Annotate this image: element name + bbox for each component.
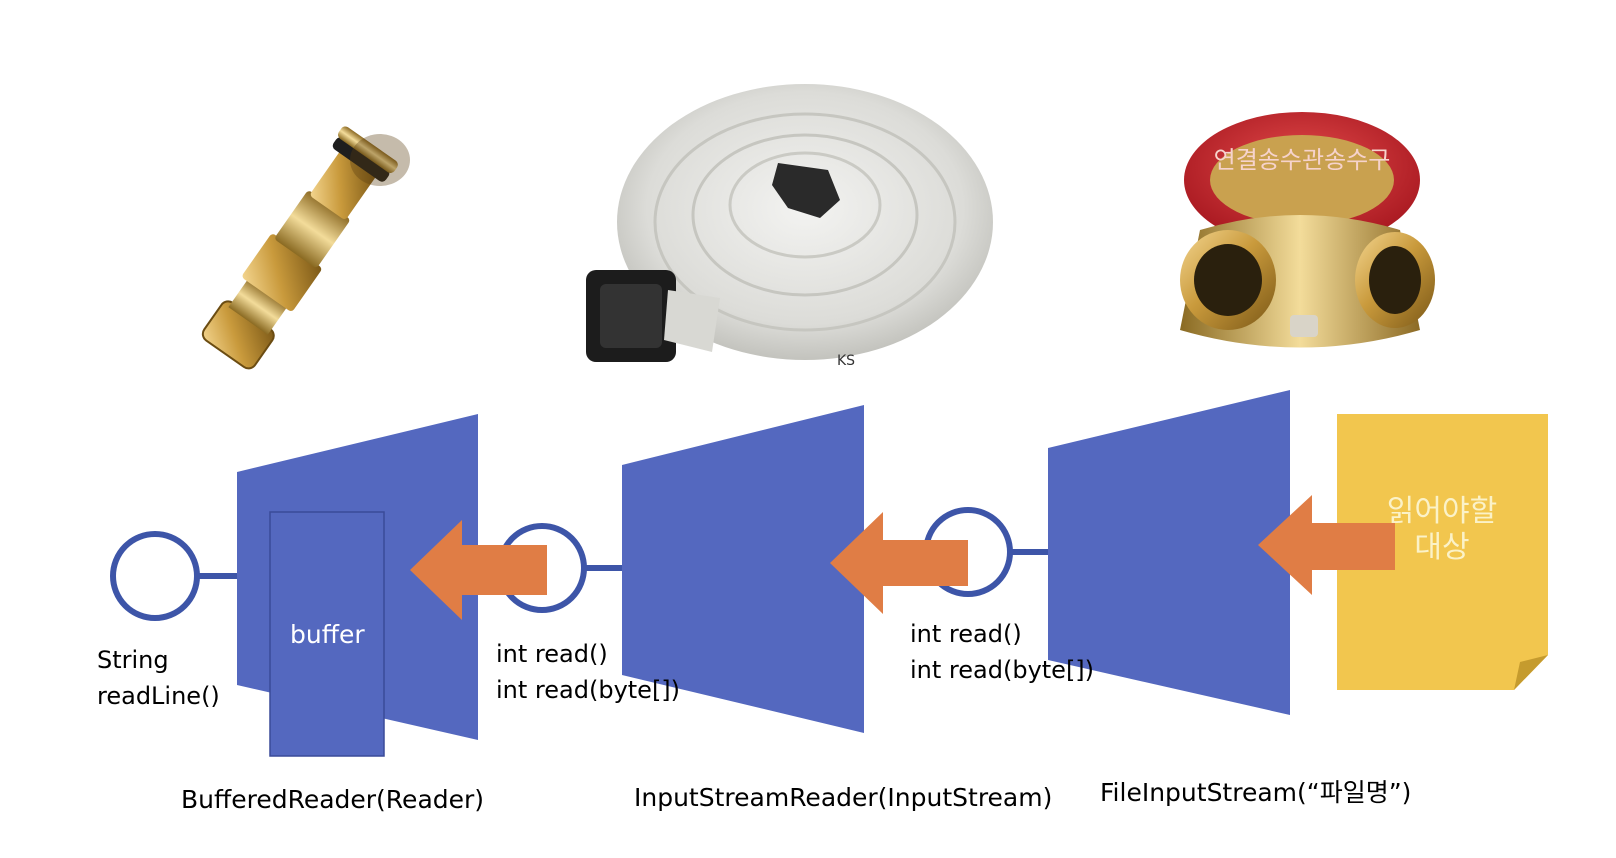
buffered-caption: BufferedReader(Reader) bbox=[181, 785, 485, 814]
buffer-block bbox=[269, 511, 385, 757]
flow-arrow-to-buffered bbox=[410, 520, 547, 620]
file-input-stream-body bbox=[1048, 390, 1290, 715]
buffered-method-label: String readLine() bbox=[97, 646, 220, 710]
hose-illustration: KS bbox=[586, 84, 993, 369]
hydrant-illustration: 연결송수관송수구 bbox=[1180, 112, 1435, 348]
nozzle-illustration bbox=[201, 126, 410, 370]
buffered-output-port bbox=[110, 531, 200, 621]
flow-arrow-to-fis bbox=[1258, 495, 1395, 595]
hydrant-plate-text: 연결송수관송수구 bbox=[1214, 146, 1391, 174]
target-note bbox=[1337, 414, 1548, 690]
buffered-reader-stream bbox=[110, 414, 478, 757]
fis-caption: FileInputStream(“파일명”) bbox=[1100, 778, 1412, 807]
buffer-label: buffer bbox=[290, 620, 365, 649]
isr-method-label: int read() int read(byte[]) bbox=[496, 640, 681, 704]
target-label: 읽어야할 대상 bbox=[1386, 494, 1498, 565]
input-stream-reader-body bbox=[622, 405, 864, 733]
svg-text:KS: KS bbox=[837, 353, 855, 369]
flow-arrow-to-isr bbox=[830, 512, 968, 614]
fis-method-label: int read() int read(byte[]) bbox=[910, 620, 1095, 684]
isr-caption: InputStreamReader(InputStream) bbox=[634, 783, 1053, 812]
